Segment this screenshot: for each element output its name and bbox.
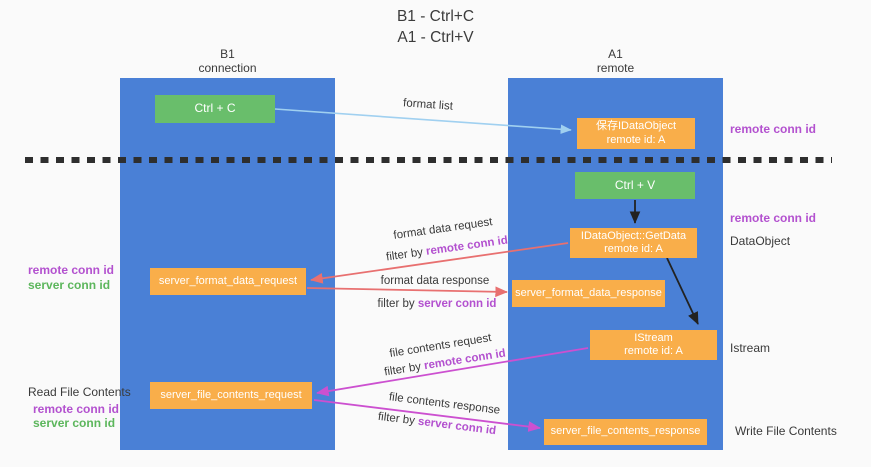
left-column-role: connection	[198, 61, 257, 75]
istream-node: IStream remote id: A	[590, 330, 717, 360]
diagram-title: B1 - Ctrl+C A1 - Ctrl+V	[0, 6, 871, 48]
save-dataobject-line1: 保存IDataObject	[595, 120, 677, 132]
server-file-contents-request-node: server_file_contents_request	[150, 382, 312, 409]
filter-by-text: filter by	[377, 410, 416, 428]
remote-conn-id-accent: remote conn id	[425, 234, 509, 258]
read-file-contents-label: Read File Contents	[28, 385, 131, 399]
server-conn-id-left-1: server conn id	[28, 278, 111, 292]
remote-conn-id-top-right: remote conn id	[730, 122, 817, 136]
write-file-contents-label: Write File Contents	[735, 424, 837, 438]
server-format-data-request-label: server_format_data_request	[158, 274, 298, 287]
remote-conn-id-left-1: remote conn id	[28, 263, 115, 277]
right-column-header: A1 remote	[508, 47, 723, 75]
dataobject-label: DataObject	[730, 234, 791, 248]
save-dataobject-line2: remote id: A	[606, 133, 666, 146]
remote-conn-id-left-2: remote conn id	[33, 402, 120, 416]
server-file-contents-response-label: server_file_contents_response	[550, 425, 701, 438]
title-line-1: B1 - Ctrl+C	[396, 8, 475, 25]
filter-by-text: filter by	[377, 298, 415, 310]
server-format-data-response-node: server_format_data_response	[512, 280, 665, 307]
server-conn-id-accent: server conn id	[417, 415, 497, 438]
title-line-2: A1 - Ctrl+V	[397, 29, 474, 46]
getdata-line1: IDataObject::GetData	[580, 229, 687, 242]
left-column-name: B1	[220, 47, 235, 61]
server-conn-id-accent: server conn id	[417, 298, 497, 310]
save-dataobject-node: 保存IDataObject remote id: A	[577, 118, 695, 149]
arrow-format-data-response	[306, 286, 508, 298]
istream-line1: IStream	[634, 331, 673, 344]
ctrl-c-label: Ctrl + C	[194, 101, 236, 116]
remote-conn-id-mid-right: remote conn id	[730, 211, 817, 225]
istream-side-label: Istream	[730, 341, 771, 355]
format-data-response-label: format data response	[380, 275, 490, 287]
ctrl-v-label: Ctrl + V	[614, 177, 656, 192]
server-format-data-request-node: server_format_data_request	[150, 268, 306, 295]
filter-by-text: filter by	[383, 360, 422, 379]
left-column-header: B1 connection	[120, 47, 335, 75]
getdata-line2: remote id: A	[604, 243, 663, 255]
right-column-name: A1	[608, 47, 623, 61]
getdata-node: IDataObject::GetData remote id: A	[570, 228, 697, 258]
ctrl-c-node: Ctrl + C	[155, 95, 275, 123]
format-list-label: format list	[402, 97, 454, 113]
filter-by-text: filter by	[385, 246, 424, 264]
server-file-contents-request-label: server_file_contents_request	[160, 388, 302, 401]
right-column-role: remote	[596, 61, 635, 75]
ctrl-v-node: Ctrl + V	[575, 172, 695, 199]
server-format-data-response-label: server_format_data_response	[515, 286, 662, 299]
server-conn-id-left-2: server conn id	[33, 416, 116, 430]
server-file-contents-response-node: server_file_contents_response	[544, 419, 707, 445]
filter-by-server-conn-id-label-1: filter by server conn id	[372, 298, 502, 310]
istream-line2: remote id: A	[624, 345, 683, 357]
